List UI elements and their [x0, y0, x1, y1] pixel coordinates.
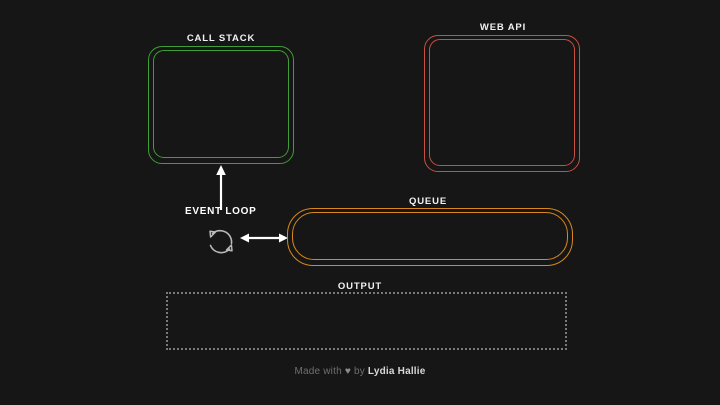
event-loop-label: EVENT LOOP [185, 206, 257, 217]
footer-middle: by [353, 366, 365, 377]
loop-arrows-icon [209, 229, 233, 254]
output-title: OUTPUT [337, 281, 383, 292]
output-box[interactable] [166, 292, 567, 350]
call-stack-outer-border [148, 46, 294, 164]
call-stack-inner-border [153, 50, 289, 158]
web-api-outer-border [424, 35, 580, 172]
arrow-双-to-queue [240, 233, 288, 243]
web-api-panel[interactable] [424, 35, 580, 172]
queue-panel[interactable] [287, 208, 573, 266]
web-api-title: WEB API [479, 22, 527, 33]
footer-author[interactable]: Lydia Hallie [367, 366, 426, 377]
heart-icon: ♥ [344, 366, 351, 377]
web-api-inner-border [429, 39, 575, 166]
queue-outer-border [287, 208, 573, 266]
footer-credit: Made with ♥ by Lydia Hallie [0, 366, 720, 377]
arrow-up-to-call-stack [216, 165, 226, 210]
footer-prefix: Made with [294, 366, 342, 377]
queue-inner-border [292, 212, 568, 260]
queue-title: QUEUE [408, 196, 448, 207]
call-stack-title: CALL STACK [186, 33, 256, 44]
call-stack-panel[interactable] [148, 46, 294, 164]
